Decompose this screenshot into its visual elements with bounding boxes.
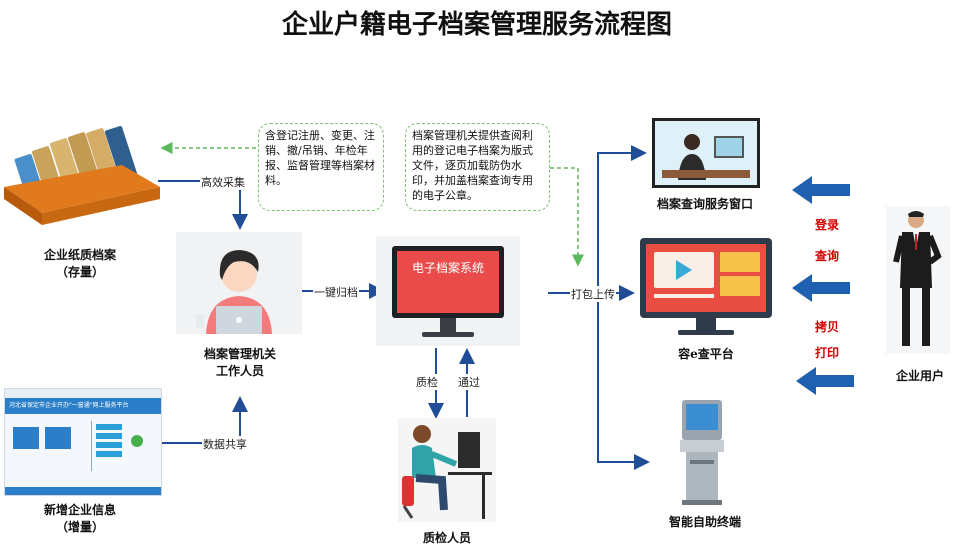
action-copy: 拷贝 — [815, 320, 840, 334]
edge-note-service — [550, 167, 584, 267]
action-query: 查询 — [815, 249, 840, 263]
edge-label-share: 数据共享 — [202, 436, 248, 452]
edge-to-terminal — [597, 293, 650, 470]
qc-person-label: 质检人员 — [422, 531, 471, 545]
website-flow — [91, 421, 122, 471]
new-info-label: 新增企业信息（增量） — [43, 503, 116, 534]
edge-label-pass: 通过 — [457, 374, 481, 390]
service-window-label: 档案查询服务窗口 — [656, 197, 753, 211]
website-card — [13, 427, 39, 449]
business-user-icon — [886, 206, 950, 354]
diagram-title: 企业户籍电子档案管理服务流程图 — [281, 10, 672, 40]
edge-to-window — [597, 145, 647, 293]
platform-label: 容e查平台 — [678, 347, 734, 361]
edge-label-collect: 高效采集 — [200, 174, 246, 190]
paper-archive-label: 企业纸质档案（存量） — [43, 248, 116, 279]
terminal-label: 智能自助终端 — [668, 515, 741, 529]
paper-archive-icon — [4, 126, 160, 225]
system-monitor: 电子档案系统 — [376, 236, 520, 346]
staff-label: 档案管理机关工作人员 — [203, 347, 276, 378]
play-icon — [676, 260, 692, 280]
edge-label-archive: 一键归档 — [313, 284, 359, 300]
check-icon — [131, 435, 143, 447]
user-arrows — [792, 176, 854, 395]
system-screen-text: 电子档案系统 — [397, 251, 499, 313]
action-print: 打印 — [815, 346, 840, 360]
note-service: 档案管理机关提供查阅利用的登记电子档案为版式文件，逐页加载防伪水印，并加盖档案查… — [405, 123, 550, 211]
platform-monitor — [640, 238, 772, 338]
website-header: 河北省保定市企业开办"一窗通"网上服务平台 — [5, 398, 161, 414]
kiosk-icon — [680, 400, 724, 505]
action-login: 登录 — [815, 218, 840, 232]
qc-person-icon — [398, 418, 496, 522]
website-screenshot: 河北省保定市企业开办"一窗通"网上服务平台 — [4, 388, 162, 496]
staff-avatar — [176, 232, 302, 334]
service-window-icon — [652, 118, 760, 188]
edge-label-qc: 质检 — [415, 374, 439, 390]
note-materials: 含登记注册、变更、注销、撤/吊销、年检年报、监督管理等档案材料。 — [258, 123, 384, 211]
business-user-label: 企业用户 — [895, 369, 944, 383]
edge-label-upload: 打包上传 — [570, 286, 616, 302]
website-card — [45, 427, 71, 449]
